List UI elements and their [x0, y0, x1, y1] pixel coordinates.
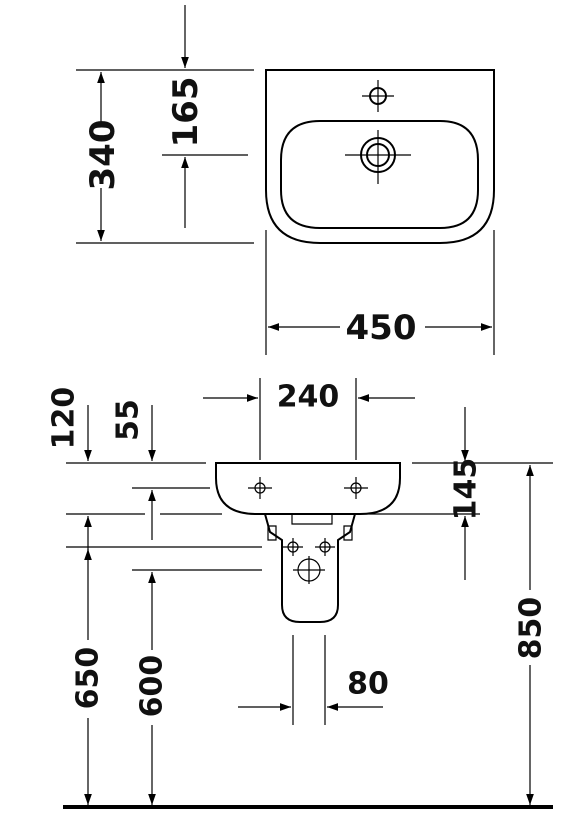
dim-waste-height-label: 650: [71, 647, 106, 710]
dim-siphon-spacing-label: 80: [347, 667, 389, 702]
dim-tap-hole-label: 165: [166, 77, 206, 148]
pedestal-outline: [264, 513, 356, 623]
dim-rim-height-label: 850: [514, 597, 549, 660]
basin-outline-top: [265, 69, 495, 244]
bowl-outline-top: [280, 120, 479, 229]
basin-outline-front: [215, 462, 401, 515]
dim-fixing-spacing-label: 240: [277, 380, 340, 415]
side-view: 240 120 55 145 850 650 600 80: [47, 378, 553, 809]
dim-fixing-height-label: 600: [135, 655, 170, 718]
top-view: 340 165 450: [76, 5, 495, 355]
dim-top-offset-label: 120: [47, 387, 82, 450]
dim-bowl-height-label: 145: [449, 458, 484, 521]
dim-fixing-offset-label: 55: [111, 399, 146, 441]
dim-depth-total-label: 340: [83, 120, 123, 191]
dim-width-label: 450: [346, 308, 417, 348]
